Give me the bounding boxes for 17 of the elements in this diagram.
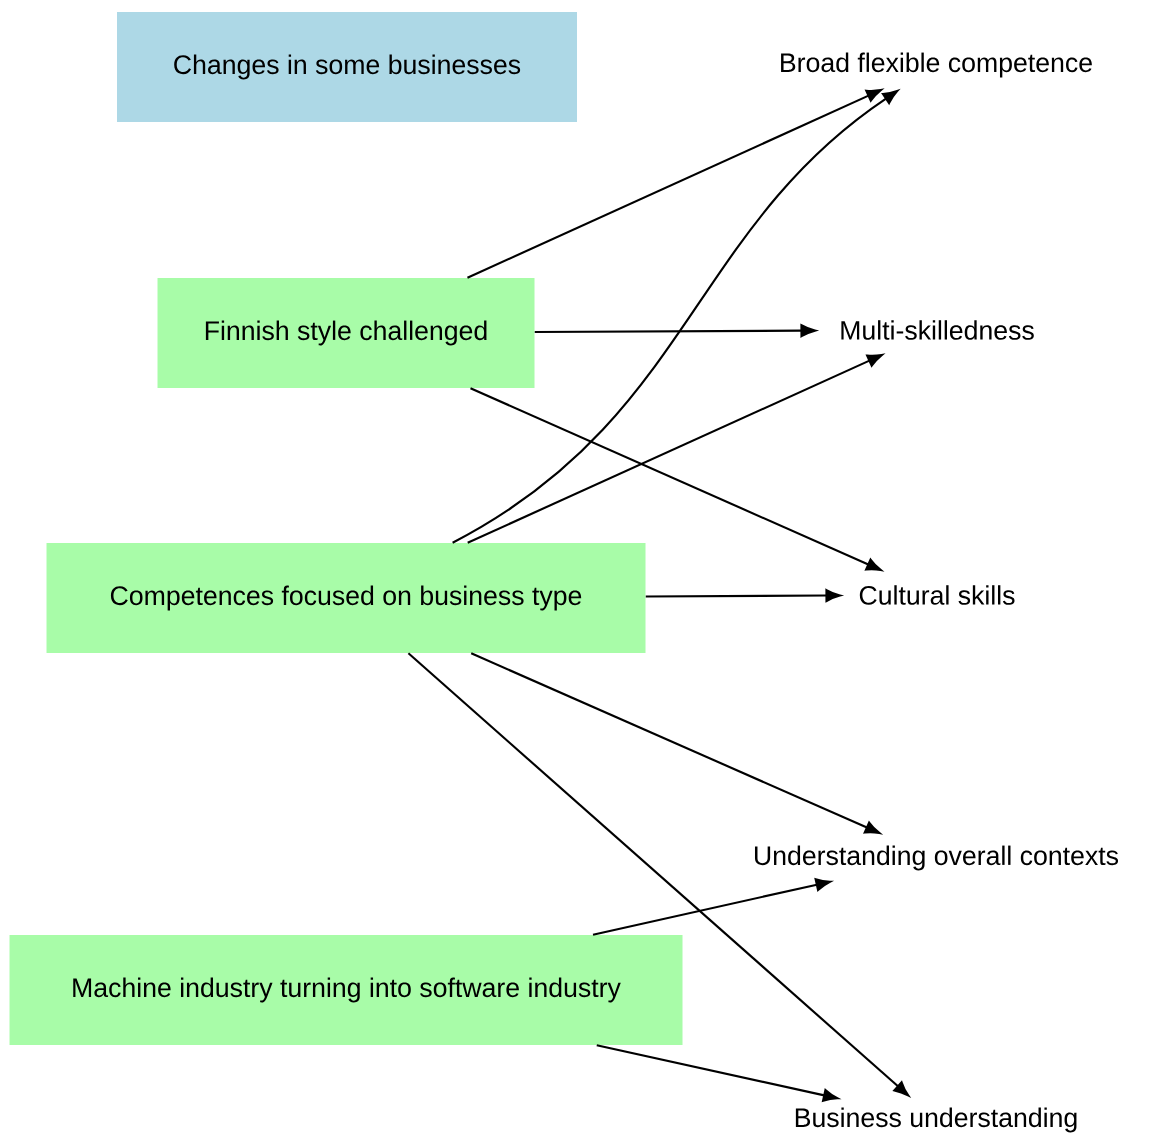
- text-label: Multi-skilledness: [841, 320, 1034, 340]
- arrow: [596, 1044, 839, 1102]
- text-label: Cultural skills: [859, 585, 1015, 605]
- arrow: [407, 652, 910, 1097]
- arrow: [470, 387, 882, 571]
- process-box: Competences focused on business type: [46, 543, 646, 653]
- arrow: [467, 89, 882, 279]
- process-box: Machine industry turning into software industry: [9, 935, 683, 1045]
- process-box: Changes in some businesses: [117, 12, 577, 122]
- arrow: [592, 878, 831, 936]
- arrow: [470, 652, 881, 835]
- text-label: Business understanding: [795, 1107, 1077, 1133]
- arrow: [467, 354, 883, 544]
- process-box: Finnish style challenged: [157, 278, 535, 388]
- text-label: Broad flexible competence: [781, 52, 1092, 78]
- arrow: [452, 90, 899, 544]
- text-label: Understanding overall contexts: [755, 845, 1118, 871]
